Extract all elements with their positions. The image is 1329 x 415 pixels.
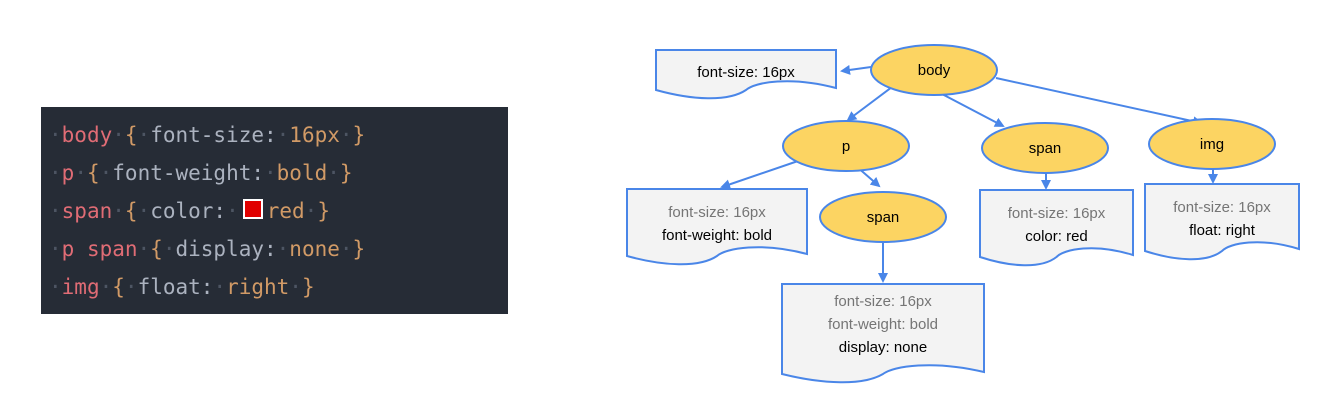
edge-body-to-span <box>941 93 1005 127</box>
edge-body-to-doc <box>840 64 872 75</box>
edge-body-to-img <box>995 77 1203 127</box>
node-span-in-p: span <box>819 191 947 243</box>
own-style-line: display: none <box>839 339 927 356</box>
inherited-style-line: font-size: 16px <box>1173 199 1271 216</box>
code-brace-close: } <box>301 275 315 299</box>
code-brace-close: } <box>317 199 330 223</box>
code-line-p-span: ·p span·{·display:·none·} <box>49 237 366 261</box>
node-img-label: img <box>1200 136 1224 153</box>
inherited-style-line: font-size: 16px <box>1008 205 1106 222</box>
code-selector: body <box>61 123 113 147</box>
code-brace-open: { <box>124 123 138 147</box>
doc-shape <box>781 283 985 384</box>
node-img: img <box>1148 118 1276 170</box>
node-span-shape <box>981 122 1109 174</box>
code-value: red <box>266 199 305 223</box>
code-value: bold <box>276 161 328 185</box>
own-style-line: font-weight: bold <box>662 227 772 244</box>
code-property: float: <box>137 275 214 299</box>
own-style-line: color: red <box>1025 228 1088 245</box>
code-property: font-size: <box>150 123 277 147</box>
tree-edges <box>720 64 1218 283</box>
own-style-line: font-size: 16px <box>697 64 795 81</box>
node-p-shape <box>782 120 910 172</box>
code-value: 16px <box>289 123 340 147</box>
inherited-style-line: font-weight: bold <box>828 316 938 333</box>
code-property: display: <box>175 237 277 261</box>
code-property: font-weight: <box>112 161 264 185</box>
code-line-img: ·img·{·float:·right·} <box>49 275 315 299</box>
code-line-p: ·p·{·font-weight:·bold·} <box>49 161 353 185</box>
css-code-panel: ·body·{·font-size:·16px·} ·p·{·font-weig… <box>41 107 508 314</box>
code-selector: p <box>61 161 75 185</box>
own-style-line: float: right <box>1189 222 1256 239</box>
node-span-label: span <box>1029 140 1062 157</box>
inherited-style-line: font-size: 16px <box>834 293 932 310</box>
code-line-span: ·span·{·color:·red·} <box>49 199 330 223</box>
node-img-shape <box>1148 118 1276 170</box>
node-body-shape <box>870 44 998 96</box>
code-selector: span <box>61 199 113 223</box>
node-span-in-p-shape <box>819 191 947 243</box>
computed-style-docs: font-size: 16px font-size: 16px font-weigh… <box>626 49 1300 384</box>
code-brace-open: { <box>124 199 138 223</box>
color-swatch-icon <box>242 199 263 219</box>
doc-span: font-size: 16px color: red <box>979 189 1134 267</box>
code-selector: img <box>61 275 100 299</box>
edge-p-to-doc <box>720 160 799 190</box>
node-body-label: body <box>918 62 951 79</box>
inherited-style-line: font-size: 16px <box>668 204 766 221</box>
node-p: p <box>782 120 910 172</box>
doc-p: font-size: 16px font-weight: bold <box>626 188 808 266</box>
doc-shape <box>979 189 1134 267</box>
doc-body: font-size: 16px <box>655 49 837 100</box>
code-value: right <box>226 275 290 299</box>
code-line-body: ·body·{·font-size:·16px·} <box>49 123 366 147</box>
code-brace-close: } <box>339 161 353 185</box>
code-brace-close: } <box>352 237 366 261</box>
edge-body-to-p <box>846 86 893 122</box>
code-brace-close: } <box>352 123 366 147</box>
code-brace-open: { <box>86 161 100 185</box>
node-span-in-p-label: span <box>867 209 900 226</box>
doc-shape <box>655 49 837 100</box>
doc-img: font-size: 16px float: right <box>1144 183 1300 261</box>
tree-nodes: body p span span img <box>782 44 1276 243</box>
code-brace-open: { <box>150 237 163 261</box>
code-selector: p span <box>61 237 138 261</box>
node-p-label: p <box>842 138 850 155</box>
doc-span-in-p: font-size: 16px font-weight: bold display:… <box>781 283 985 384</box>
node-body: body <box>870 44 998 96</box>
doc-shape <box>1144 183 1300 261</box>
code-property: color: <box>150 199 227 223</box>
code-value: none <box>289 237 340 261</box>
node-span: span <box>981 122 1109 174</box>
doc-shape <box>626 188 808 266</box>
code-brace-open: { <box>112 275 125 299</box>
